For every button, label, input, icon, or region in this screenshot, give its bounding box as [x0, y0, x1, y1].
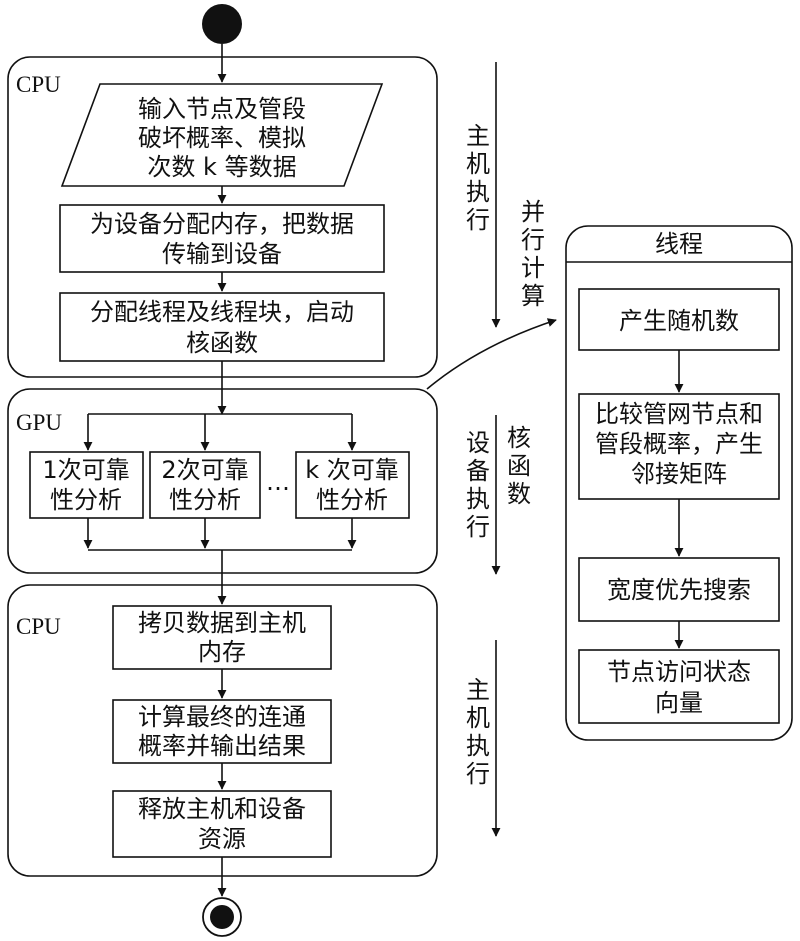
gpu-label: GPU — [16, 410, 62, 435]
alloc-memory-line-1: 为设备分配内存，把数据 — [90, 210, 354, 238]
state-line-1: 节点访问状态 — [607, 658, 751, 686]
compare-line-1: 比较管网节点和 — [595, 400, 763, 428]
parallel-compute-label: 并 行 计 算 — [521, 198, 545, 310]
alloc-threads-box — [59, 292, 385, 362]
random-box — [578, 288, 780, 351]
svg-text:并: 并 — [521, 198, 545, 226]
input-line-3: 次数 k 等数据 — [147, 153, 296, 181]
compute-line-1: 计算最终的连通 — [138, 703, 306, 731]
task-1-box — [29, 451, 144, 519]
svg-text:执: 执 — [466, 485, 490, 513]
input-data-parallelogram — [60, 83, 384, 187]
svg-text:行: 行 — [521, 226, 545, 254]
svg-text:行: 行 — [466, 760, 490, 788]
task-ellipsis: … — [266, 468, 290, 496]
compare-line-2: 管段概率，产生 — [595, 430, 763, 458]
svg-text:函: 函 — [507, 452, 531, 480]
svg-text:机: 机 — [466, 150, 490, 178]
copy-data-box — [112, 605, 332, 670]
svg-text:行: 行 — [466, 513, 490, 541]
device-exec-label: 设 备 执 行 — [466, 429, 490, 541]
state-line-2: 向量 — [655, 689, 703, 717]
task-2-line-2: 性分析 — [169, 486, 241, 514]
svg-text:计: 计 — [521, 254, 545, 282]
alloc-memory-line-2: 传输到设备 — [162, 240, 282, 268]
parallel-connector — [426, 318, 557, 390]
compute-box — [112, 699, 332, 764]
host-exec-top-label: 主 机 执 行 — [466, 122, 490, 234]
alloc-threads-line-2: 核函数 — [186, 329, 258, 357]
compare-line-3: 邻接矩阵 — [631, 460, 727, 488]
svg-text:数: 数 — [507, 480, 531, 508]
kernel-function-label: 核 函 数 — [507, 424, 531, 508]
svg-text:行: 行 — [466, 206, 490, 234]
input-line-1: 输入节点及管段 — [138, 95, 306, 123]
alloc-threads-line-1: 分配线程及线程块，启动 — [90, 298, 354, 326]
svg-text:主: 主 — [466, 122, 490, 150]
alloc-memory-box — [59, 204, 385, 273]
release-line-2: 资源 — [198, 825, 246, 853]
task-k-line-2: 性分析 — [316, 486, 388, 514]
release-box — [112, 790, 332, 858]
task-k-line-1: k 次可靠 — [305, 456, 399, 484]
thread-title: 线程 — [655, 230, 703, 258]
svg-text:设: 设 — [466, 429, 490, 457]
copy-line-1: 拷贝数据到主机 — [138, 609, 306, 637]
bfs-line-1: 宽度优先搜索 — [607, 576, 751, 604]
cpu-top-label: CPU — [16, 72, 61, 97]
compare-box — [578, 393, 780, 500]
random-line-1: 产生随机数 — [619, 307, 739, 335]
task-2-line-1: 2次可靠 — [161, 456, 248, 484]
cpu-bottom-label: CPU — [16, 614, 61, 639]
svg-text:执: 执 — [466, 178, 490, 206]
svg-text:核: 核 — [507, 424, 531, 452]
end-node-inner — [210, 905, 234, 929]
svg-text:算: 算 — [521, 282, 545, 310]
start-node — [202, 4, 242, 44]
task-1-line-2: 性分析 — [50, 486, 122, 514]
input-line-2: 破坏概率、模拟 — [138, 124, 306, 152]
copy-line-2: 内存 — [198, 638, 246, 666]
host-exec-bottom-label: 主 机 执 行 — [466, 676, 490, 788]
compute-line-2: 概率并输出结果 — [138, 732, 306, 760]
svg-text:主: 主 — [466, 676, 490, 704]
svg-text:备: 备 — [466, 457, 490, 485]
task-1-line-1: 1次可靠 — [42, 456, 129, 484]
svg-text:机: 机 — [466, 704, 490, 732]
state-box — [578, 649, 780, 724]
release-line-1: 释放主机和设备 — [138, 795, 306, 823]
svg-text:执: 执 — [466, 732, 490, 760]
